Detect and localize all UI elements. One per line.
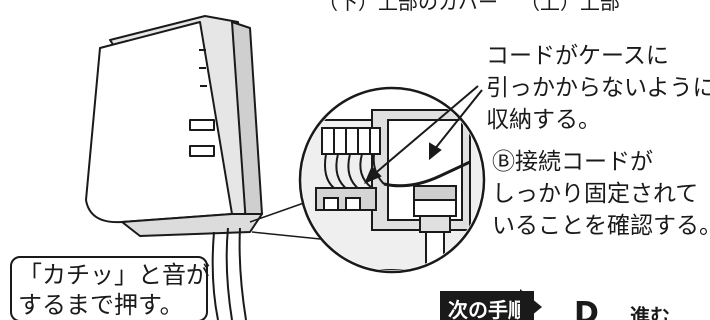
- next-step-action: 進む: [630, 304, 670, 320]
- power-cord: [211, 227, 247, 320]
- callout-cable-line-3: いることを確認する。: [492, 213, 710, 239]
- header-cut-text-lower: （下）上部のカバー: [318, 0, 498, 14]
- next-step-badge: 次の手順: [440, 291, 534, 320]
- callout-cord-line-2: 引っかからないように: [486, 75, 710, 101]
- arrow-right-icon: [520, 289, 542, 320]
- callout-cable-line-2: しっかり固定されて: [492, 181, 699, 207]
- router-device: [85, 15, 263, 237]
- header-cut-text-upper: （上）上部: [520, 0, 620, 14]
- step-icon: D: [574, 296, 599, 320]
- speech-bubble: 「カチッ」と音が するまで押す。: [10, 256, 210, 320]
- bubble-line-1: 「カチッ」と音が: [18, 261, 210, 289]
- next-step-badge-label: 次の手順: [448, 298, 528, 320]
- zoom-circle: [298, 86, 486, 274]
- callout-cord-line-1: コードがケースに: [486, 43, 669, 69]
- callout-cable-line-1: Ⓑ接続コードが: [492, 149, 653, 175]
- callout-cord-line-3: 収納する。: [486, 107, 601, 133]
- bubble-line-2: するまで押す。: [18, 291, 184, 319]
- callout-arrows: [364, 85, 483, 184]
